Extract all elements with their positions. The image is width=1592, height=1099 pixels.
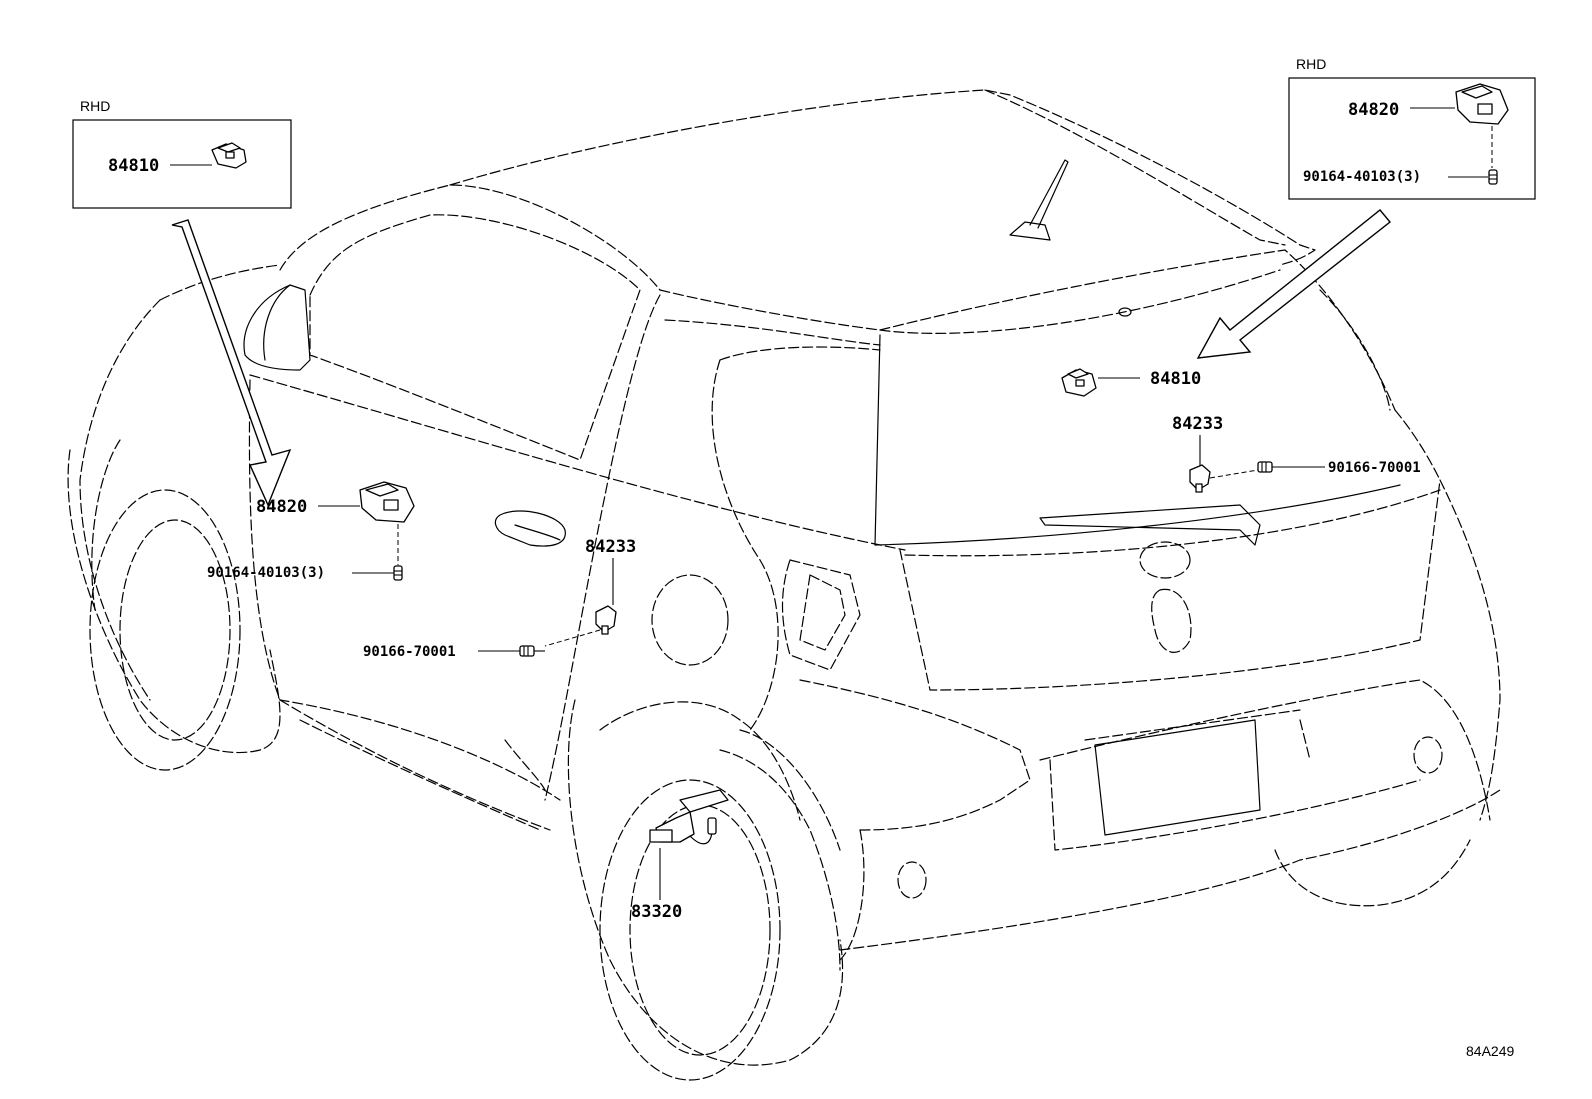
sensor-84233-door-icon xyxy=(595,605,617,635)
screw-90166-door-icon xyxy=(519,645,545,657)
arrow-right-icon xyxy=(1196,209,1391,359)
figure-id: 84A249 xyxy=(1466,1043,1514,1059)
screw-icon xyxy=(1488,169,1498,185)
rhd-box-left xyxy=(72,119,292,209)
part-number-84810-inset: 84810 xyxy=(108,156,159,176)
screw-90166-rear-icon xyxy=(1257,461,1273,473)
part-number-84233-rear: 84233 xyxy=(1172,414,1223,434)
rhd-label-right: RHD xyxy=(1296,56,1326,72)
part-number-84233-door: 84233 xyxy=(585,537,636,557)
car-outline xyxy=(67,89,1501,1081)
part-number-84820-inset: 84820 xyxy=(1348,100,1399,120)
rhd-inset-right: RHD 84820 90164-40103(3) xyxy=(1288,56,1536,200)
rhd-box-right xyxy=(1288,77,1536,200)
sensor-84233-rear-icon xyxy=(1189,464,1211,493)
part-number-84810-rear: 84810 xyxy=(1150,369,1201,389)
switch-84810-rear-icon xyxy=(1061,368,1097,397)
rhd-label-left: RHD xyxy=(80,98,110,114)
arrow-left-icon xyxy=(171,219,292,507)
part-number-90164-inset: 90164-40103(3) xyxy=(1303,169,1421,185)
switch-84820-door-icon xyxy=(359,481,415,523)
part-number-84820-door: 84820 xyxy=(256,497,307,517)
part-number-90164-door: 90164-40103(3) xyxy=(207,565,325,581)
part-number-90166-door: 90166-70001 xyxy=(363,644,456,660)
part-number-83320: 83320 xyxy=(631,902,682,922)
switch-84810-icon xyxy=(211,142,247,169)
switch-84820-icon xyxy=(1455,83,1509,125)
sensor-83320-icon xyxy=(649,789,729,845)
rhd-inset-left: RHD 84810 xyxy=(72,98,292,209)
screw-90164-door-icon xyxy=(393,565,403,581)
part-number-90166-rear: 90166-70001 xyxy=(1328,460,1421,476)
